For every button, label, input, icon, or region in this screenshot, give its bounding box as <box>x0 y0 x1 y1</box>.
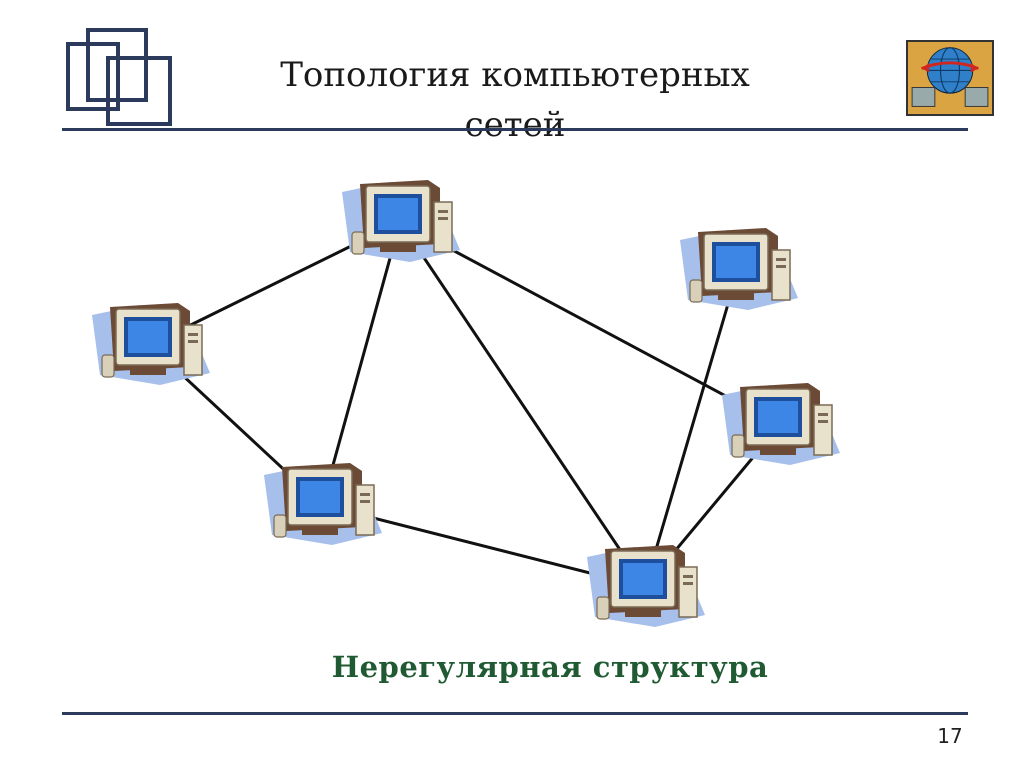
nodes-layer <box>91 179 841 628</box>
overlapping-squares-logo <box>66 28 172 126</box>
computer-icon-pc-middle-left <box>263 462 383 546</box>
top-divider <box>62 128 968 131</box>
slide-title-line2: сетей <box>464 105 566 145</box>
computer-icon-pc-top-right <box>679 227 799 311</box>
page-number: 17 <box>937 724 963 748</box>
slide-title-line1: Топология компьютерных <box>280 55 750 95</box>
computer-icon-pc-left <box>91 302 211 386</box>
diagram-caption: Нерегулярная структура <box>331 650 769 684</box>
computer-icon-pc-top <box>341 179 461 263</box>
network-globe-clipart <box>906 40 994 116</box>
link-pc-top-to-pc-middle-left <box>320 220 402 507</box>
slide-title: Топология компьютерных сетей <box>190 50 840 150</box>
computer-icon-pc-bottom <box>586 544 706 628</box>
link-pc-top-to-pc-right <box>398 220 782 427</box>
link-pc-top-to-pc-bottom <box>398 220 647 589</box>
link-pc-top-right-to-pc-bottom <box>643 268 740 589</box>
bottom-divider <box>62 712 968 715</box>
computer-icon-pc-right <box>721 382 841 466</box>
